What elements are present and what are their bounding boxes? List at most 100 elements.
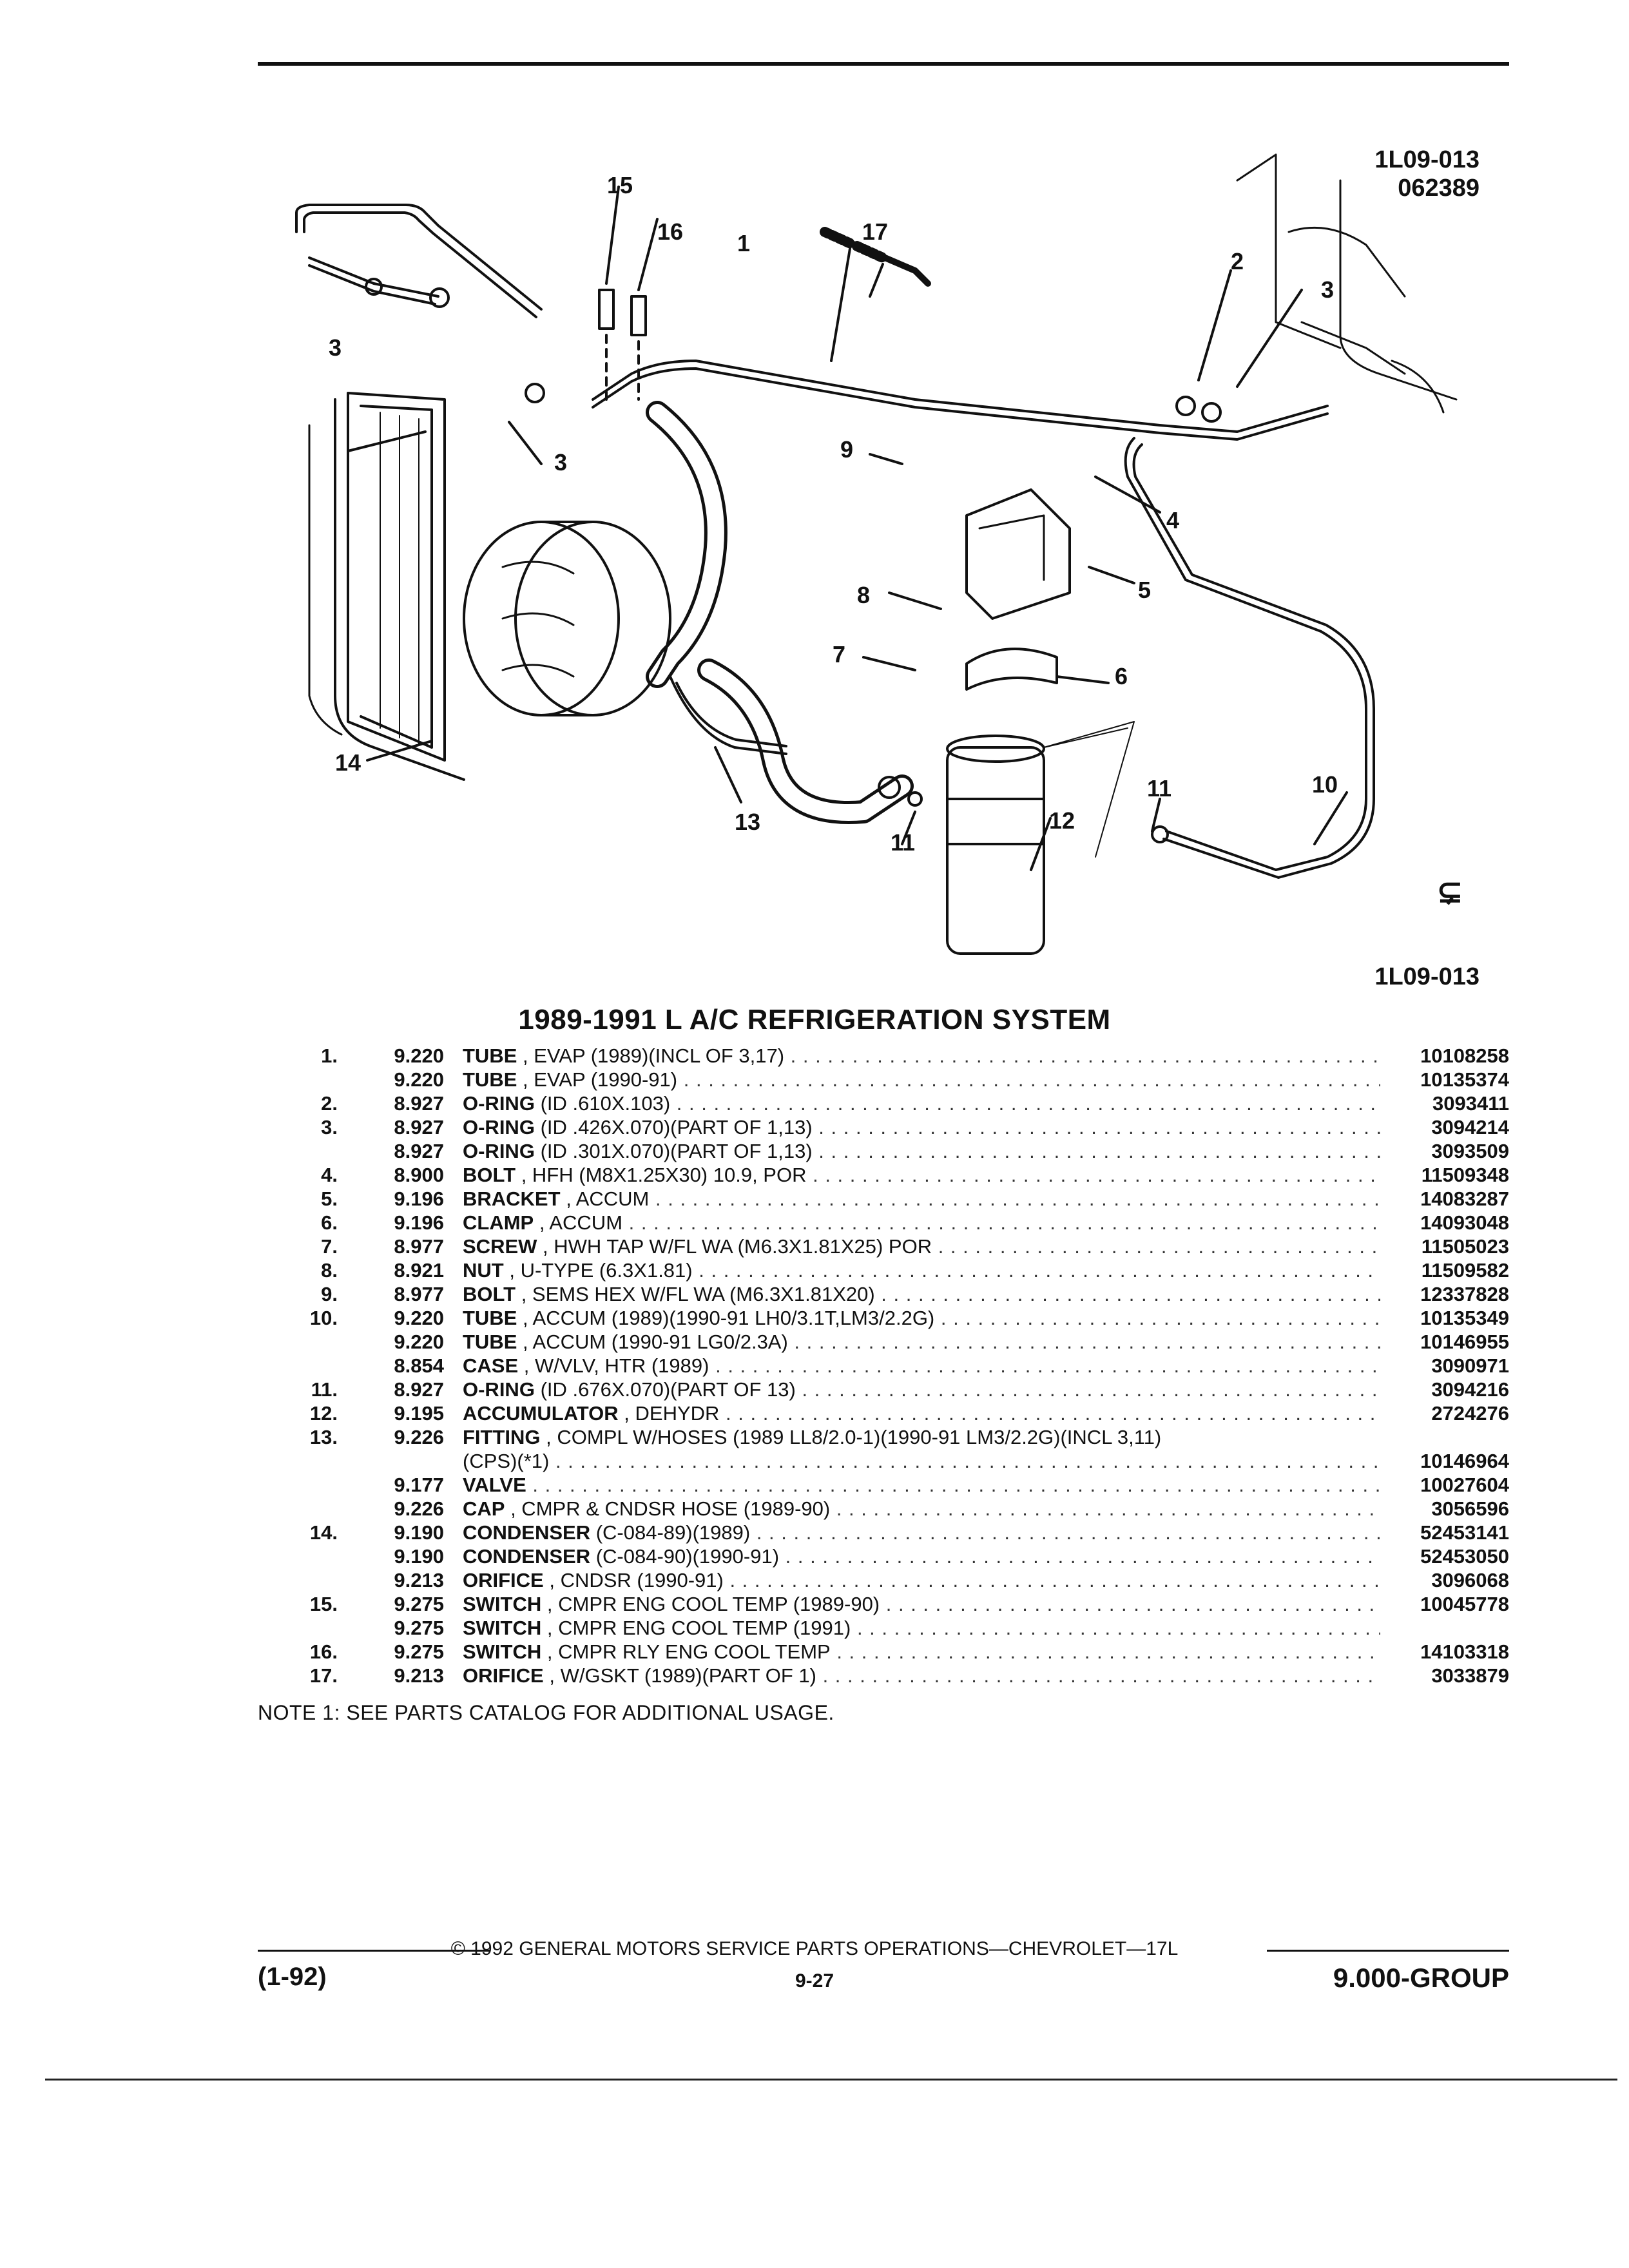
callout-3-left: 3 <box>329 334 342 361</box>
group-code: 9.220 <box>394 1068 444 1091</box>
part-spec: , W/GSKT (1989)(PART OF 1) <box>549 1664 816 1687</box>
part-name: O-RING <box>463 1092 535 1115</box>
part-number: 14083287 <box>1420 1187 1509 1210</box>
part-spec: , CMPR ENG COOL TEMP (1991) <box>546 1617 851 1639</box>
part-spec: , CNDSR (1990-91) <box>549 1569 724 1591</box>
description: SWITCH , CMPR ENG COOL TEMP (1991) <box>463 1616 1380 1640</box>
item-number: 6. <box>321 1211 338 1234</box>
group-code: 9.213 <box>394 1664 444 1687</box>
description: ORIFICE , CNDSR (1990-91) <box>463 1568 1380 1592</box>
callout-8: 8 <box>857 582 870 608</box>
description: O-RING (ID .426X.070)(PART OF 1,13) <box>463 1115 1380 1139</box>
part-name: TUBE <box>463 1068 517 1091</box>
description: ACCUMULATOR , DEHYDR <box>463 1401 1380 1425</box>
item-number: 17. <box>309 1664 338 1687</box>
part-name: CLAMP <box>463 1211 534 1234</box>
description: O-RING (ID .301X.070)(PART OF 1,13) <box>463 1139 1380 1163</box>
part-spec: , SEMS HEX W/FL WA (M6.3X1.81X20) <box>521 1283 875 1305</box>
part-name: CONDENSER <box>463 1521 591 1544</box>
group-code: 9.190 <box>394 1545 444 1568</box>
part-name: BRACKET <box>463 1187 561 1210</box>
description: O-RING (ID .676X.070)(PART OF 13) <box>463 1378 1380 1401</box>
part-number: 10135374 <box>1420 1068 1509 1091</box>
part-number: 11505023 <box>1421 1235 1509 1258</box>
item-number: 15. <box>309 1593 338 1615</box>
group-code: 9.226 <box>394 1426 444 1448</box>
part-spec: (ID .426X.070)(PART OF 1,13) <box>540 1116 813 1139</box>
parts-row: 9.275 SWITCH , CMPR ENG COOL TEMP (1991) <box>258 1616 1509 1640</box>
callout-2: 2 <box>1231 248 1244 274</box>
part-spec: , ACCUM <box>566 1187 650 1210</box>
item-number: 13. <box>309 1426 338 1448</box>
group-code: 9.275 <box>394 1617 444 1639</box>
part-number: 14103318 <box>1420 1640 1509 1663</box>
part-spec: , U-TYPE (6.3X1.81) <box>509 1259 693 1282</box>
group-code: 9.275 <box>394 1640 444 1663</box>
part-spec: (ID .676X.070)(PART OF 13) <box>540 1378 796 1401</box>
footer-revision: (1-92) <box>258 1963 327 1991</box>
part-name: VALVE <box>463 1474 526 1496</box>
group-code: 9.177 <box>394 1474 444 1496</box>
description: CASE , W/VLV, HTR (1989) <box>463 1354 1380 1378</box>
part-spec: , COMPL W/HOSES (1989 LL8/2.0-1)(1990-91… <box>546 1426 1162 1448</box>
section-title: 1989-1991 L A/C REFRIGERATION SYSTEM <box>518 1004 1111 1035</box>
group-code: 9.195 <box>394 1402 444 1425</box>
group-code: 9.220 <box>394 1307 444 1329</box>
callout-7: 7 <box>833 641 845 668</box>
group-code: 8.927 <box>394 1140 444 1162</box>
item-number: 7. <box>321 1235 338 1258</box>
callout-15: 15 <box>607 172 633 198</box>
note: NOTE 1: SEE PARTS CATALOG FOR ADDITIONAL… <box>258 1701 834 1724</box>
part-name: ORIFICE <box>463 1664 544 1687</box>
group-code: 9.220 <box>394 1331 444 1353</box>
description: CLAMP , ACCUM <box>463 1211 1380 1235</box>
description: TUBE , ACCUM (1990-91 LG0/2.3A) <box>463 1330 1380 1354</box>
bottom-rule <box>45 2079 1617 2081</box>
item-number: 2. <box>321 1092 338 1115</box>
part-name: BOLT <box>463 1164 516 1186</box>
part-number: 12337828 <box>1420 1283 1509 1305</box>
part-name: CASE <box>463 1354 519 1377</box>
item-number: 16. <box>309 1640 338 1663</box>
part-number: 3093509 <box>1431 1140 1509 1162</box>
description: TUBE , EVAP (1990-91) <box>463 1068 1380 1091</box>
part-spec: , W/VLV, HTR (1989) <box>523 1354 709 1377</box>
callout-16: 16 <box>657 218 683 245</box>
group-code: 9.226 <box>394 1497 444 1520</box>
group-code: 9.196 <box>394 1211 444 1234</box>
parts-row: (CPS)(*1)10146964 <box>258 1449 1509 1473</box>
part-spec: , DEHYDR <box>624 1402 720 1425</box>
callout-3-right: 3 <box>1321 276 1334 303</box>
part-number: 11509348 <box>1421 1164 1509 1186</box>
part-spec: , ACCUM <box>539 1211 623 1234</box>
group-code: 9.275 <box>394 1593 444 1615</box>
parts-row: 9.220 TUBE , EVAP (1990-91) 10135374 <box>258 1068 1509 1091</box>
footer-copyright: © 1992 GENERAL MOTORS SERVICE PARTS OPER… <box>450 1938 1179 1959</box>
part-number: 3056596 <box>1431 1497 1509 1520</box>
part-name: ACCUMULATOR <box>463 1402 619 1425</box>
item-number: 12. <box>309 1402 338 1425</box>
item-number: 14. <box>309 1521 338 1544</box>
group-code: 9.220 <box>394 1044 444 1067</box>
figure-code-top: 1L09-013 062389 <box>1374 146 1480 202</box>
part-name: SWITCH <box>463 1617 542 1639</box>
part-name: SCREW <box>463 1235 537 1258</box>
figure-code-bottom: 1L09-013 <box>1374 963 1480 990</box>
part-spec: , ACCUM (1990-91 LG0/2.3A) <box>523 1331 788 1353</box>
gm-mark: ⊊ <box>1437 875 1463 909</box>
part-spec: , ACCUM (1989)(1990-91 LH0/3.1T,LM3/2.2G… <box>523 1307 935 1329</box>
item-number: 3. <box>321 1116 338 1139</box>
